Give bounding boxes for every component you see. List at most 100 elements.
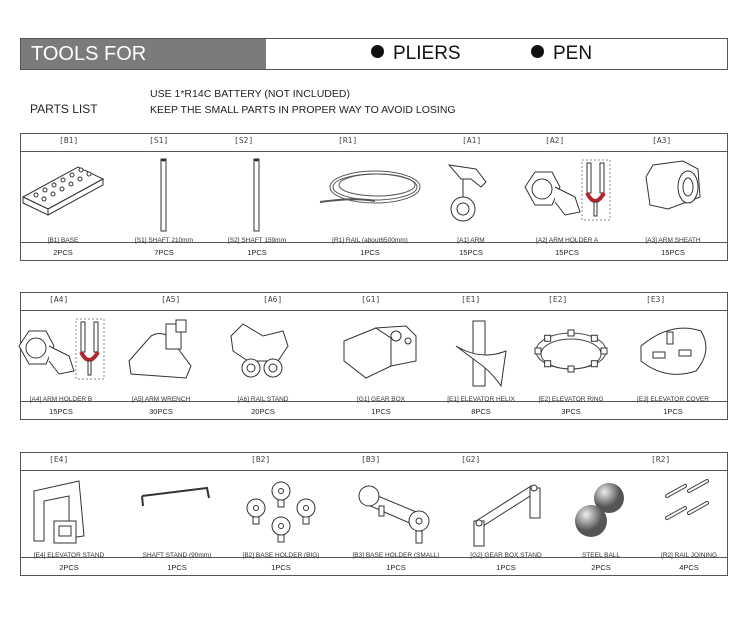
table-header-row: [E4][B2][B3][G2][R2] xyxy=(21,453,727,471)
part-label: [S1] SHAFT 210mm xyxy=(134,237,194,244)
part-label: [E2] ELEVATOR RING xyxy=(538,396,604,403)
part-label: [A3] ARM SHEATH xyxy=(645,237,701,244)
part-item: [E1] ELEVATOR HELIX xyxy=(426,310,536,408)
part-item: [A2] ARM HOLDER A xyxy=(512,151,622,249)
gear-box-icon xyxy=(326,316,436,386)
part-quantity: 4PCS xyxy=(679,563,699,572)
table-header-row: [A4][A5][A6][G1][E1][E2][E3] xyxy=(21,293,727,311)
base-holder-big-icon xyxy=(226,476,336,551)
part-item: [A3] ARM SHEATH xyxy=(618,151,728,249)
elevator-ring-icon xyxy=(516,316,626,386)
rail-stand-icon xyxy=(208,316,318,386)
part-quantity: 1PCS xyxy=(271,563,291,572)
part-label: [A1] ARM xyxy=(457,237,485,244)
part-label: [R2] RAIL JOINING xyxy=(660,552,718,559)
keep-note: KEEP THE SMALL PARTS IN PROPER WAY TO AV… xyxy=(150,104,456,116)
part-code: [A6] xyxy=(263,295,283,304)
part-label: [R1] RAIL (about6500mm) xyxy=(332,237,408,244)
base-holder-small-icon xyxy=(341,476,451,551)
part-quantity: 2PCS xyxy=(591,563,611,572)
part-code: [G1] xyxy=(361,295,381,304)
bullet-icon xyxy=(531,45,544,58)
bullet-icon xyxy=(371,45,384,58)
arm-holder-icon xyxy=(512,157,622,232)
part-label: [G2] GEAR BOX STAND xyxy=(470,552,542,559)
arm-icon xyxy=(416,157,526,227)
part-item: [S2] SHAFT 159mm xyxy=(202,151,312,249)
elevator-helix-icon xyxy=(426,316,536,391)
part-quantity: 1PCS xyxy=(167,563,187,572)
part-code: [S2] xyxy=(234,136,254,145)
elevator-cover-icon xyxy=(618,316,728,386)
part-quantity: 2PCS xyxy=(53,248,73,257)
arm-wrench-icon xyxy=(106,316,216,386)
part-quantity: 30PCS xyxy=(149,407,173,416)
part-item: [A5] ARM WRENCH xyxy=(106,310,216,408)
part-label: [E1] ELEVATOR HELIX xyxy=(447,396,515,403)
part-label: [B3] BASE HOLDER (SMALL) xyxy=(352,552,440,559)
part-quantity: 8PCS xyxy=(471,407,491,416)
part-code: [R2] xyxy=(651,455,671,464)
battery-note: USE 1*R14C BATTERY (NOT INCLUDED) xyxy=(150,88,350,100)
tools-title: TOOLS FOR INSTALLING xyxy=(21,39,266,95)
part-item: [S1] SHAFT 210mm xyxy=(109,151,219,249)
part-quantity: 1PCS xyxy=(386,563,406,572)
part-code: [B2] xyxy=(251,455,271,464)
rail-joining-icon xyxy=(634,476,744,531)
tool-label: PEN xyxy=(553,43,593,64)
part-label: SHAFT STAND (90mm) xyxy=(142,552,212,559)
part-item: [E2] ELEVATOR RING xyxy=(516,310,626,408)
part-code: [E3] xyxy=(646,295,666,304)
part-label: [A4] ARM HOLDER B xyxy=(29,396,93,403)
part-code: [R1] xyxy=(338,136,358,145)
part-item: [B3] BASE HOLDER (SMALL) xyxy=(341,470,451,564)
part-item: [E3] ELEVATOR COVER xyxy=(618,310,728,408)
base-plate-icon xyxy=(8,157,118,217)
part-code: [A2] xyxy=(545,136,565,145)
table-header-row: [B1][S1][S2][R1][A1][A2][A3] xyxy=(21,134,727,152)
part-quantity: 1PCS xyxy=(496,563,516,572)
part-code: [A1] xyxy=(462,136,482,145)
part-item: [G2] GEAR BOX STAND xyxy=(451,470,561,564)
steel-ball-icon xyxy=(546,476,656,546)
part-item: [A4] ARM HOLDER B xyxy=(6,310,116,408)
part-label: [G1] GEAR BOX xyxy=(356,396,406,403)
part-label: [A2] ARM HOLDER A xyxy=(535,237,599,244)
part-code: [A3] xyxy=(652,136,672,145)
arm-sheath-icon xyxy=(618,157,728,217)
part-code: [S1] xyxy=(149,136,169,145)
part-code: [A5] xyxy=(161,295,181,304)
part-label: [S2] SHAFT 159mm xyxy=(227,237,287,244)
part-label: STEEL BALL xyxy=(581,552,621,559)
part-quantity: 1PCS xyxy=(360,248,380,257)
shaft-long-icon xyxy=(109,157,219,232)
part-code: [A4] xyxy=(49,295,69,304)
part-quantity: 1PCS xyxy=(371,407,391,416)
elevator-stand-icon xyxy=(14,476,124,551)
part-item: STEEL BALL xyxy=(546,470,656,564)
part-item: [B1] BASE xyxy=(8,151,118,249)
part-quantity: 15PCS xyxy=(661,248,685,257)
part-code: [G2] xyxy=(461,455,481,464)
part-quantity: 1PCS xyxy=(663,407,683,416)
part-item: [G1] GEAR BOX xyxy=(326,310,436,408)
part-quantity: 1PCS xyxy=(247,248,267,257)
part-label: [E4] ELEVATOR STAND xyxy=(33,552,105,559)
part-item: [R2] RAIL JOINING xyxy=(634,470,744,564)
part-quantity: 3PCS xyxy=(561,407,581,416)
part-item: [A1] ARM xyxy=(416,151,526,249)
part-item: [R1] RAIL (about6500mm) xyxy=(315,151,425,249)
part-item: [B2] BASE HOLDER (BIG) xyxy=(226,470,336,564)
tool-pliers: PLIERS xyxy=(371,43,461,65)
part-label: [A5] ARM WRENCH xyxy=(131,396,191,403)
part-label: [A6] RAIL STAND xyxy=(237,396,289,403)
parts-list-title: PARTS LIST xyxy=(30,102,98,116)
part-item: SHAFT STAND (90mm) xyxy=(122,470,232,564)
part-code: [E1] xyxy=(461,295,481,304)
